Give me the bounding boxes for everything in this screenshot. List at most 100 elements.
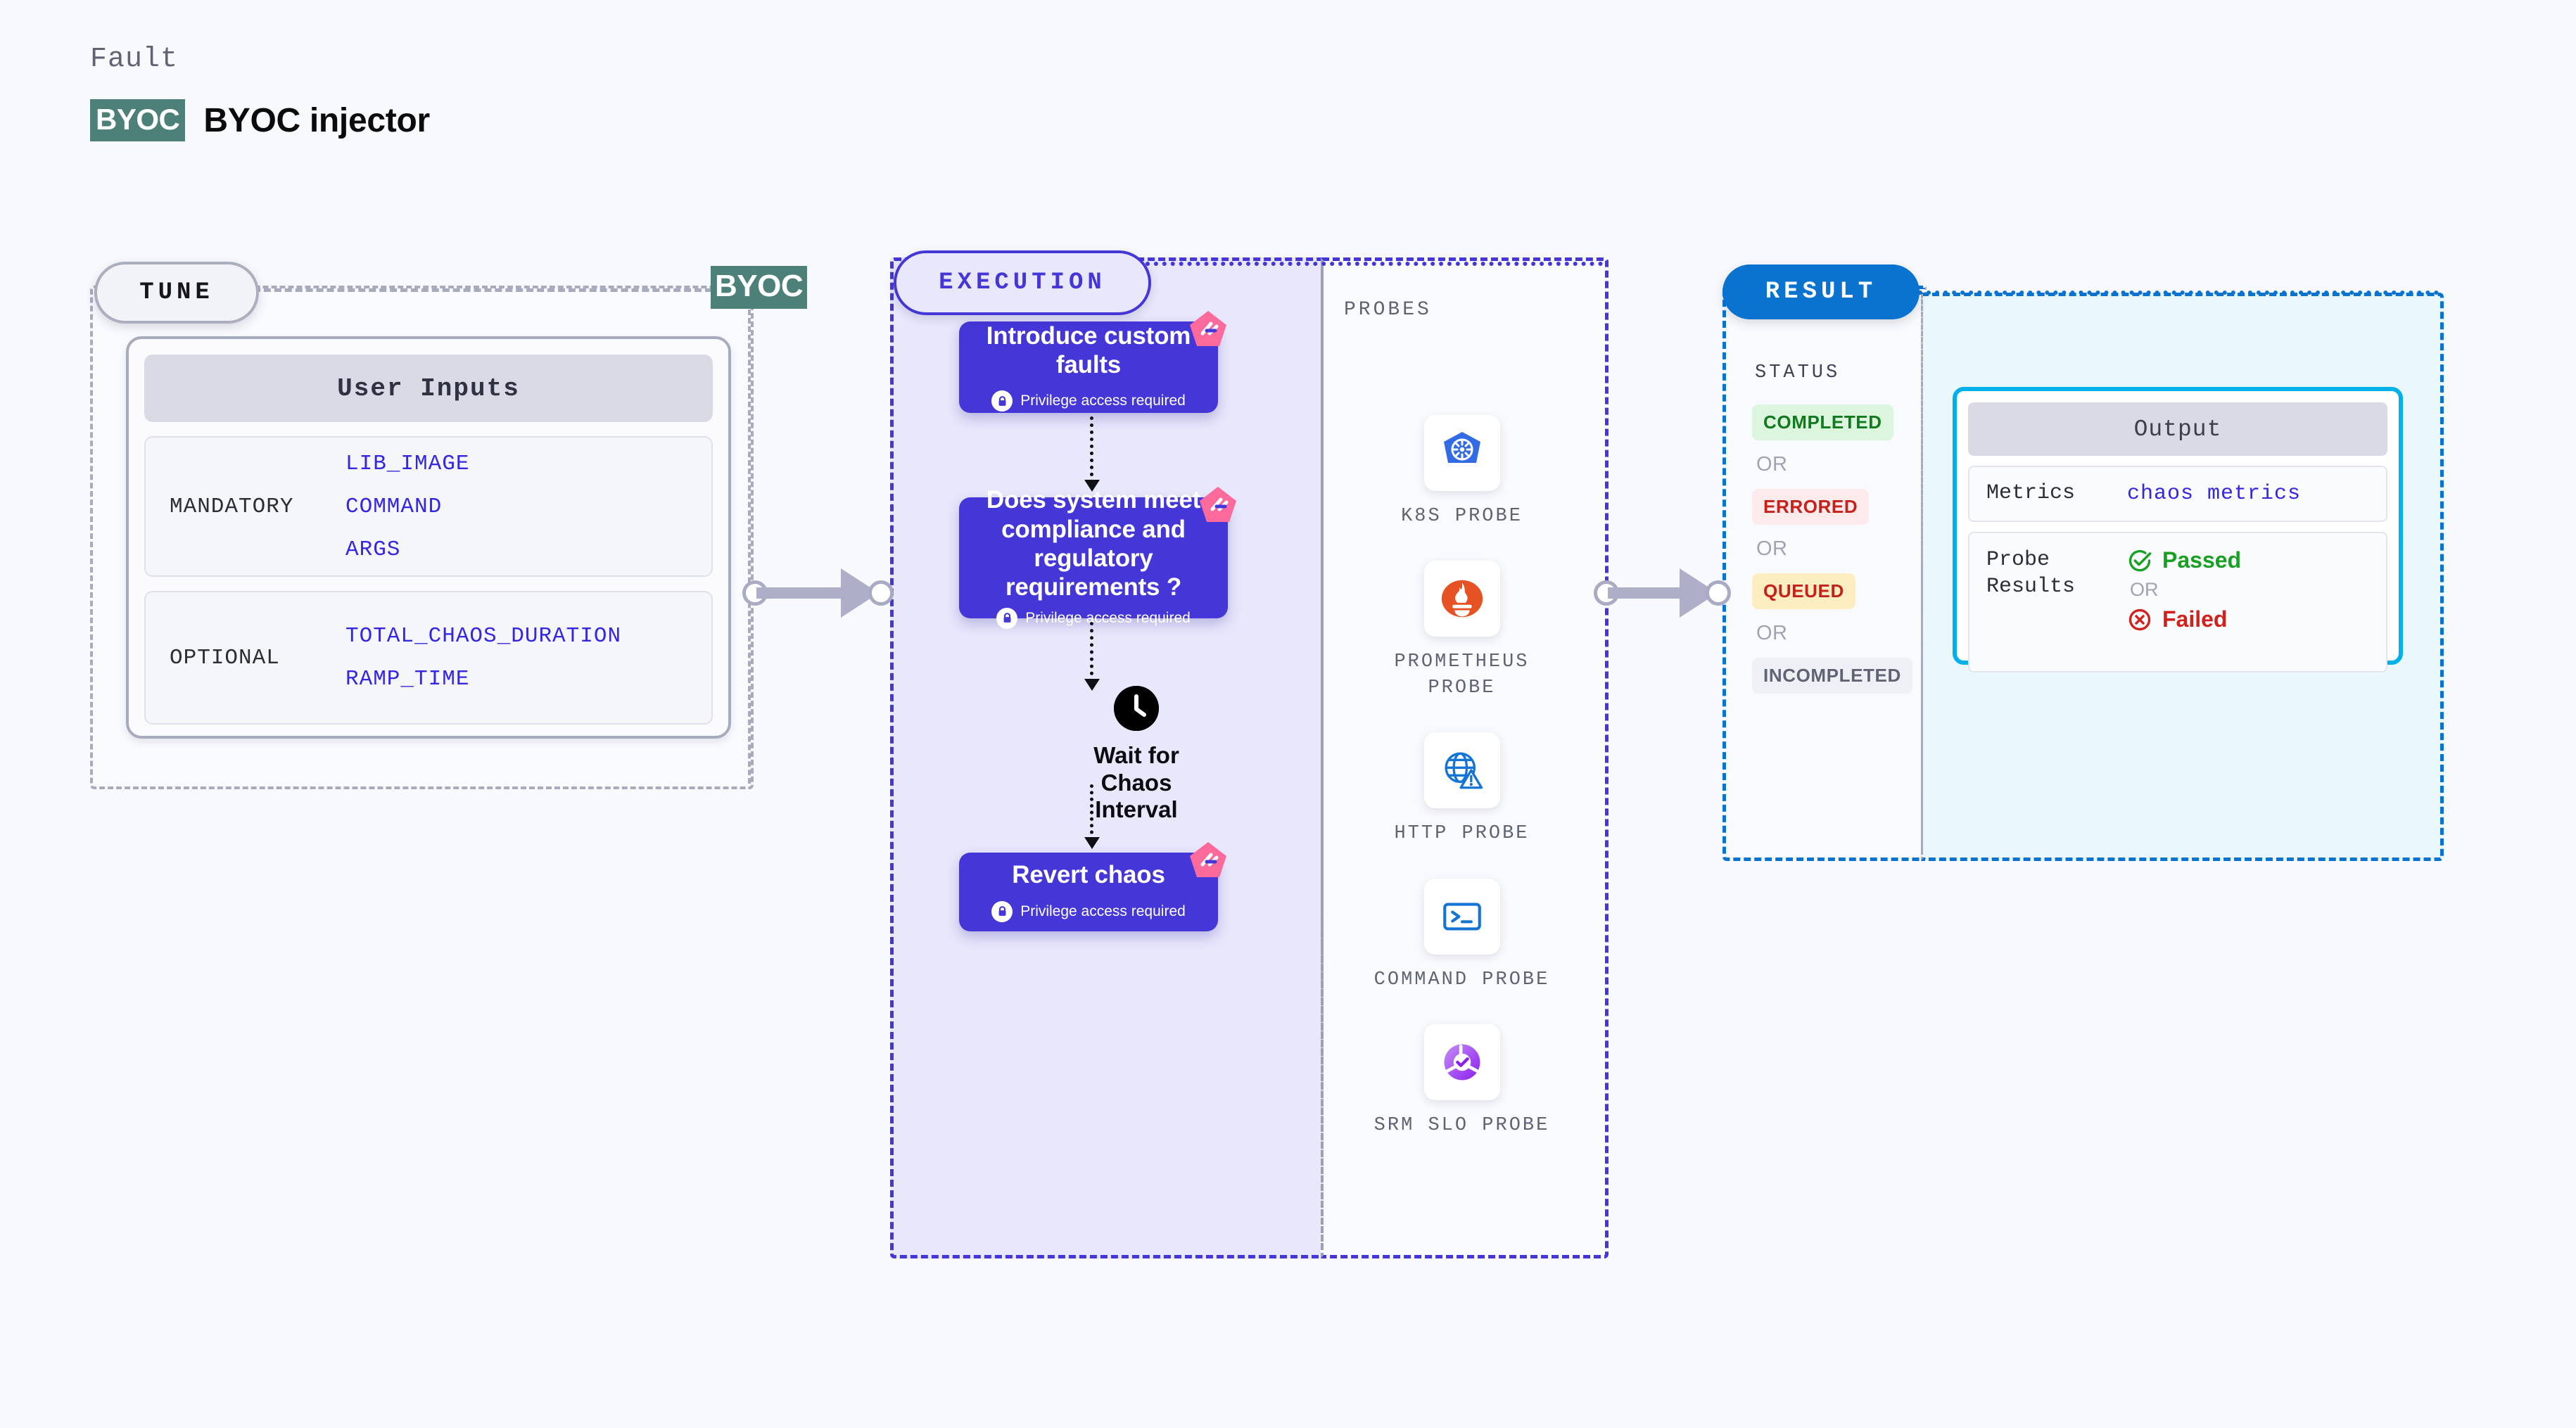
chaos-badge-icon — [1198, 485, 1238, 525]
status-badge-errored: ERRORED — [1752, 489, 1870, 525]
probe-item-command[interactable]: COMMAND PROBE — [1357, 878, 1568, 993]
probe-label: PROMETHEUS PROBE — [1394, 651, 1530, 699]
tune-divider-line — [253, 288, 712, 292]
probe-result-or-label: OR — [2130, 579, 2159, 600]
input-var-ramp-time[interactable]: RAMP_TIME — [345, 667, 470, 691]
kubernetes-icon — [1423, 415, 1500, 491]
input-var-args[interactable]: ARGS — [345, 537, 401, 562]
input-group-mandatory: MANDATORY LIB_IMAGE COMMAND ARGS — [144, 436, 713, 577]
lock-icon — [991, 900, 1013, 922]
prometheus-icon — [1423, 561, 1500, 637]
stage-pill-execution[interactable]: EXECUTION — [894, 250, 1151, 315]
execution-node-introduce-custom-faults[interactable]: Introduce custom faults Privilege access… — [959, 311, 1226, 413]
execution-top-dash — [1146, 262, 1603, 266]
privilege-notice: Privilege access required — [991, 900, 1186, 922]
lock-icon — [996, 607, 1018, 629]
node-title: Revert chaos — [1012, 861, 1165, 889]
connector-shaft — [1608, 587, 1687, 599]
probe-result-failed: Failed — [2127, 606, 2241, 632]
status-badge-incompleted: INCOMPLETED — [1752, 658, 1912, 694]
chaos-badge-icon — [1188, 841, 1228, 880]
srm-slo-icon — [1423, 1024, 1500, 1101]
node-title: Introduce custom faults — [986, 321, 1191, 378]
page-header: Fault BYOC BYOC injector — [90, 44, 430, 141]
status-or-label: OR — [1756, 622, 1788, 644]
output-row-probe-results: Probe Results Passed OR — [1968, 532, 2387, 672]
probe-result-pass-label: Passed — [2162, 547, 2242, 573]
probe-result-stack: Passed OR Failed — [2127, 547, 2241, 632]
status-badge-queued: QUEUED — [1752, 573, 1855, 609]
privilege-text: Privilege access required — [1025, 609, 1191, 626]
probe-result-passed: Passed — [2127, 547, 2241, 573]
flow-arrow-down-icon — [1084, 416, 1100, 492]
privilege-notice: Privilege access required — [996, 607, 1191, 629]
output-value-chaos-metrics[interactable]: chaos metrics — [2127, 482, 2302, 506]
probe-label: HTTP PROBE — [1394, 823, 1530, 845]
connector-end-knob — [868, 580, 894, 606]
status-badge-completed: COMPLETED — [1752, 404, 1893, 440]
input-var-total-chaos-duration[interactable]: TOTAL_CHAOS_DURATION — [345, 624, 622, 649]
lock-icon — [991, 390, 1013, 412]
probe-item-srm-slo[interactable]: SRM SLO PROBE — [1357, 1024, 1568, 1138]
privilege-text: Privilege access required — [1020, 903, 1186, 919]
output-panel: Output Metrics chaos metrics Probe Resul… — [1953, 387, 2403, 672]
title-row: BYOC BYOC injector — [90, 99, 430, 141]
status-section-title: STATUS — [1755, 362, 1841, 383]
result-output-divider — [1921, 294, 1923, 851]
output-key-probe-results: Probe Results — [1986, 548, 2076, 599]
page-title: BYOC injector — [203, 101, 430, 139]
clock-icon — [1114, 686, 1159, 731]
probe-item-prometheus[interactable]: PROMETHEUS PROBE — [1357, 561, 1568, 701]
terminal-icon — [1423, 878, 1500, 955]
connector-tune-to-execution — [742, 568, 894, 618]
input-var-command[interactable]: COMMAND — [345, 494, 443, 519]
execution-zone — [890, 257, 1328, 1258]
status-list: COMPLETED OR ERRORED OR QUEUED OR INCOMP… — [1752, 404, 1928, 694]
connector-execution-to-result — [1594, 568, 1731, 618]
error-circle-icon — [2127, 607, 2152, 632]
user-inputs-title: User Inputs — [144, 355, 713, 422]
privilege-text: Privilege access required — [1020, 393, 1186, 409]
output-title: Output — [1968, 402, 2387, 456]
execution-node-compliance-check[interactable]: Does system meet compliance and regulato… — [959, 486, 1236, 629]
stage-pill-tune[interactable]: TUNE — [94, 262, 259, 324]
stage-pill-result[interactable]: RESULT — [1722, 264, 1920, 319]
fault-eyebrow-label: Fault — [90, 44, 179, 75]
connector-shaft — [756, 587, 848, 599]
privilege-notice: Privilege access required — [991, 390, 1186, 412]
byoc-logo-badge: BYOC — [90, 99, 186, 141]
result-top-dash — [1918, 291, 2439, 295]
globe-warning-icon — [1423, 732, 1500, 809]
node-title: Does system meet compliance and regulato… — [986, 486, 1201, 601]
node-title: Wait for Chaos Interval — [1093, 742, 1179, 823]
chaos-badge-icon — [1188, 310, 1228, 349]
probe-result-fail-label: Failed — [2162, 606, 2228, 632]
input-group-optional: OPTIONAL TOTAL_CHAOS_DURATION RAMP_TIME — [144, 591, 713, 725]
check-circle-icon — [2127, 548, 2152, 573]
probe-label: COMMAND PROBE — [1373, 969, 1550, 990]
user-inputs-panel: User Inputs MANDATORY LIB_IMAGE COMMAND … — [126, 336, 731, 739]
output-key-metrics: Metrics — [1986, 481, 2076, 506]
input-var-lib-image[interactable]: LIB_IMAGE — [345, 451, 470, 476]
output-row-metrics: Metrics chaos metrics — [1968, 466, 2387, 522]
flow-arrow-down-icon — [1084, 784, 1100, 849]
connector-end-knob — [1706, 580, 1731, 606]
probe-item-k8s[interactable]: K8S PROBE — [1357, 415, 1568, 529]
execution-node-revert-chaos[interactable]: Revert chaos Privilege access required — [959, 842, 1226, 931]
input-group-values: LIB_IMAGE COMMAND ARGS — [345, 452, 704, 562]
probe-item-http[interactable]: HTTP PROBE — [1357, 732, 1568, 846]
input-group-label: MANDATORY — [170, 494, 294, 519]
probe-label: SRM SLO PROBE — [1373, 1115, 1550, 1137]
status-or-label: OR — [1756, 453, 1788, 476]
input-group-label: OPTIONAL — [170, 645, 280, 670]
byoc-divider-badge: BYOC — [711, 266, 808, 309]
tune-vertical-divider — [748, 310, 751, 784]
probes-section-title: PROBES — [1344, 299, 1432, 321]
execution-probes-divider — [1321, 260, 1324, 1249]
input-group-values: TOTAL_CHAOS_DURATION RAMP_TIME — [345, 624, 704, 691]
status-or-label: OR — [1756, 537, 1788, 560]
probe-label: K8S PROBE — [1401, 506, 1523, 527]
flow-arrow-down-icon — [1084, 622, 1100, 691]
execution-node-wait-for-chaos-interval[interactable]: Wait for Chaos Interval — [1059, 686, 1214, 824]
probes-list: K8S PROBE PROMETHEUS PROBE — [1337, 415, 1587, 1139]
